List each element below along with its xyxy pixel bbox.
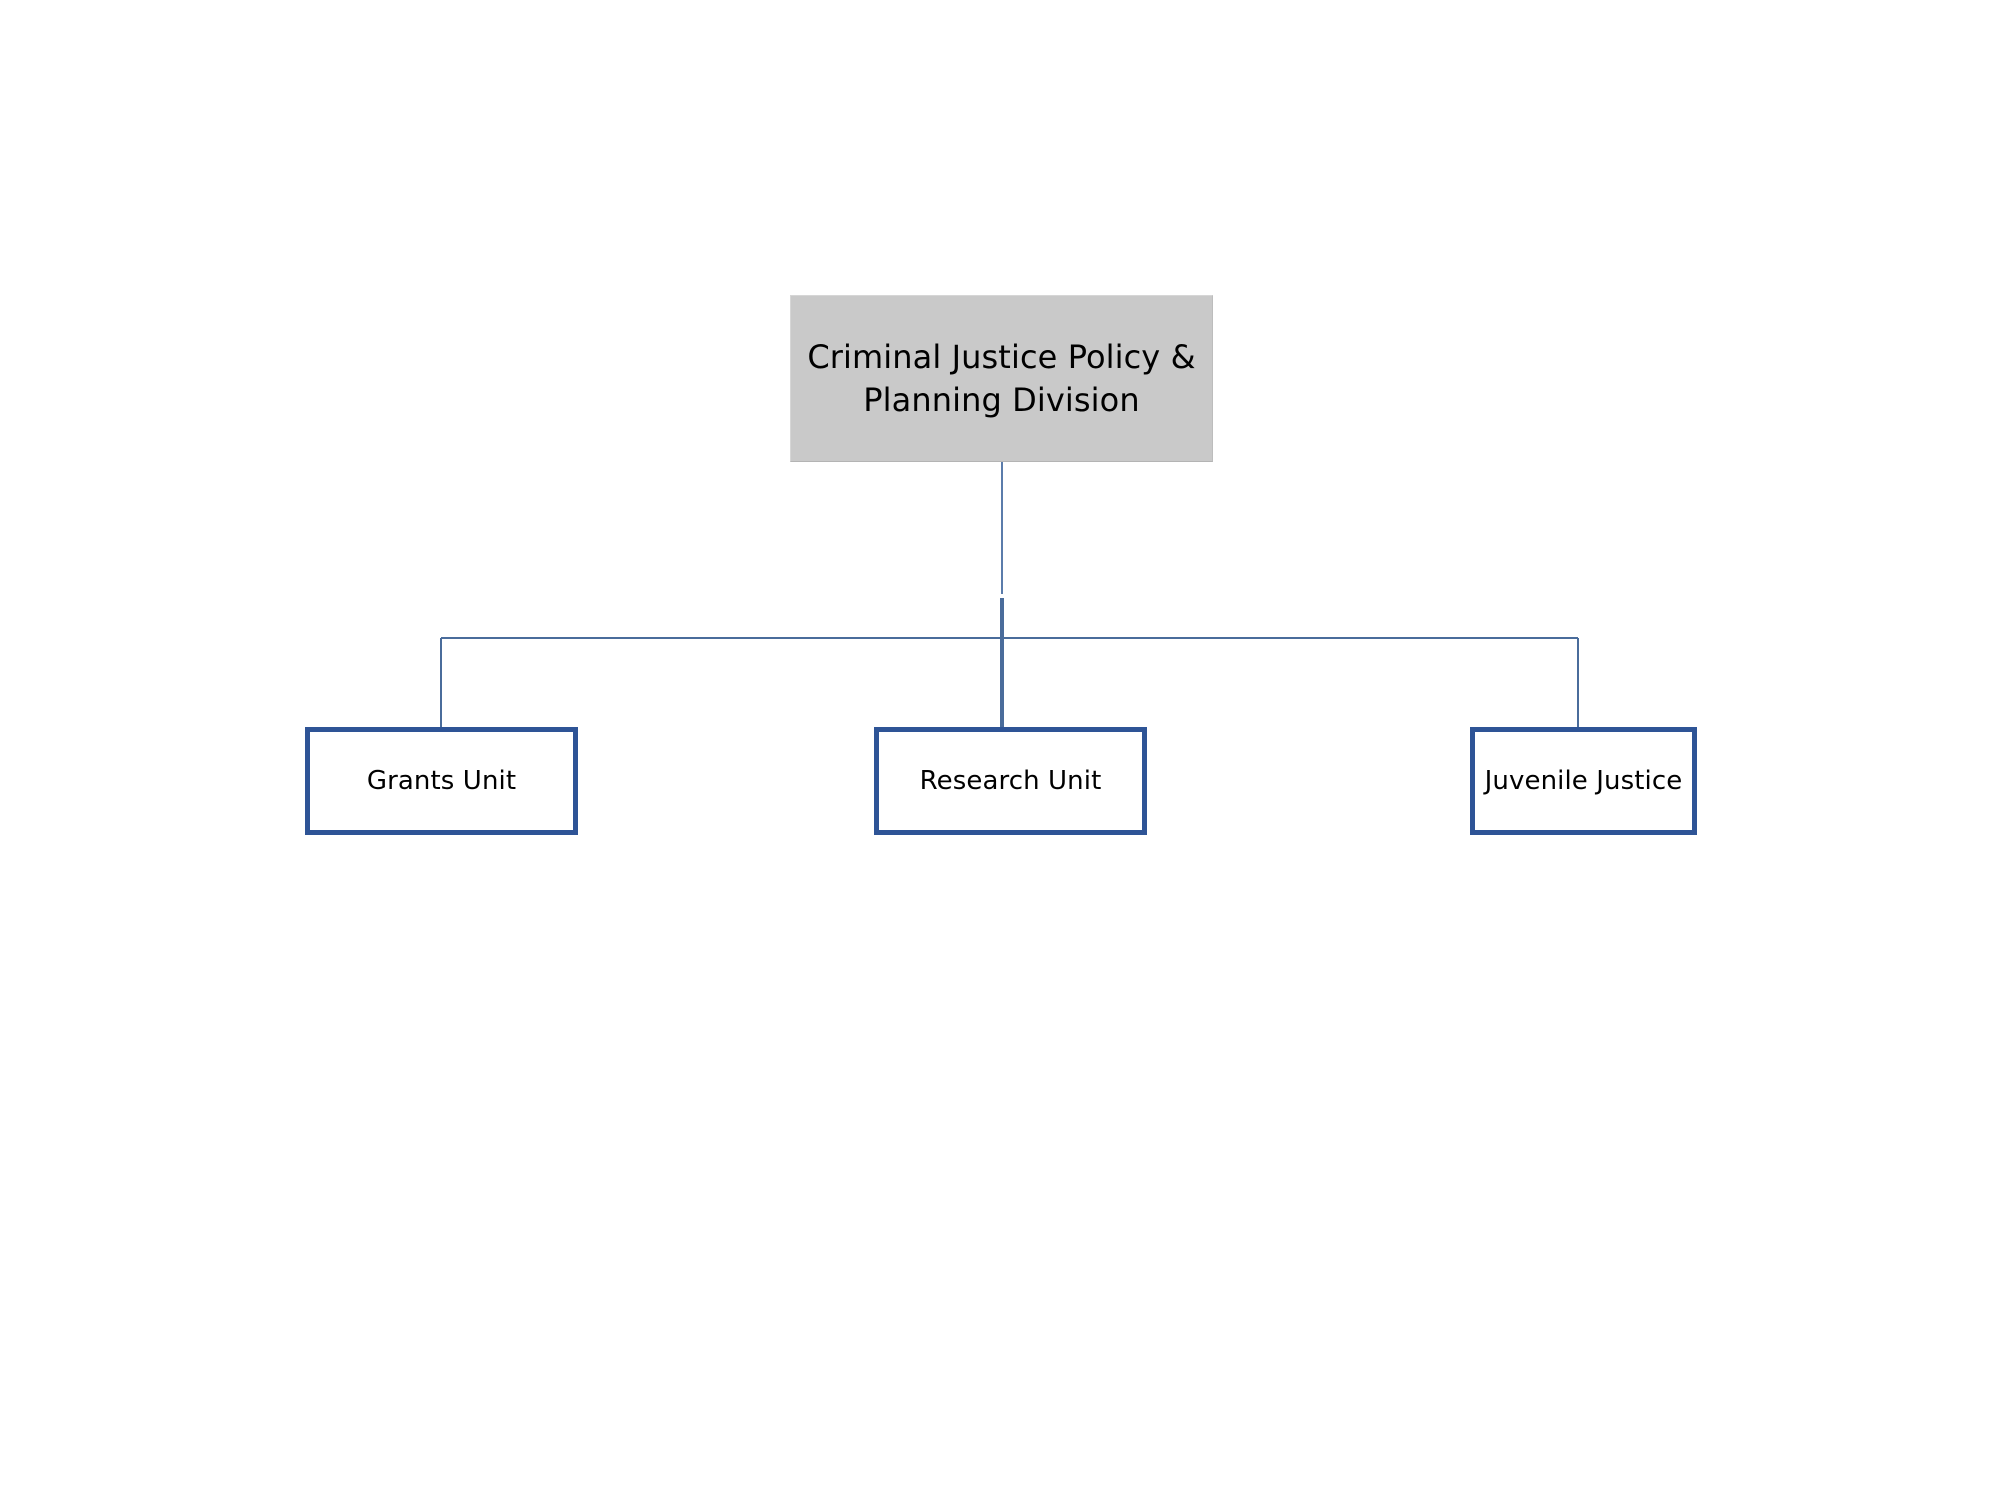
node-root[interactable]: Criminal Justice Policy & Planning Divis… bbox=[790, 295, 1213, 462]
node-research-unit[interactable]: Research Unit bbox=[874, 727, 1147, 835]
node-root-label: Criminal Justice Policy & Planning Divis… bbox=[807, 338, 1196, 419]
node-grants-unit[interactable]: Grants Unit bbox=[305, 727, 578, 835]
node-grants-unit-label: Grants Unit bbox=[366, 765, 517, 796]
node-research-unit-label: Research Unit bbox=[919, 765, 1102, 796]
node-juvenile-justice-label: Juvenile Justice bbox=[1484, 765, 1683, 796]
node-juvenile-justice[interactable]: Juvenile Justice bbox=[1470, 727, 1697, 835]
